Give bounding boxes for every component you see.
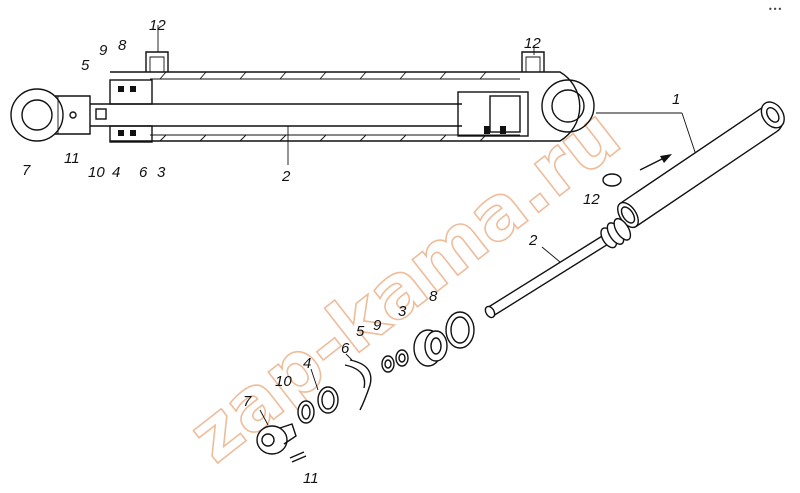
- label-12-port-left: 12: [149, 17, 166, 34]
- corner-mark: •••: [768, 5, 782, 14]
- label-7-assembled: 7: [22, 162, 31, 179]
- label-5-assembled: 5: [81, 57, 90, 74]
- label-9-assembled: 9: [99, 42, 108, 59]
- label-9-exploded: 9: [373, 317, 382, 334]
- label-11-assembled: 11: [64, 150, 80, 167]
- label-4-assembled: 4: [112, 164, 120, 181]
- assembled-cylinder: [10, 25, 697, 165]
- label-8-assembled: 8: [118, 37, 127, 54]
- exploded-view: [256, 101, 785, 463]
- label-6-assembled: 6: [139, 164, 148, 181]
- label-4-exploded: 4: [303, 355, 311, 372]
- label-12-exploded: 12: [583, 191, 600, 208]
- label-7-exploded: 7: [243, 393, 252, 410]
- label-12-port-right: 12: [524, 35, 541, 52]
- label-6-exploded: 6: [341, 340, 350, 357]
- label-10-exploded: 10: [275, 373, 292, 390]
- label-11-exploded: 11: [303, 470, 319, 487]
- label-2-exploded: 2: [528, 232, 538, 249]
- label-1: 1: [672, 91, 680, 108]
- label-3-assembled: 3: [157, 164, 166, 181]
- label-10-assembled: 10: [88, 164, 105, 181]
- label-3-exploded: 3: [398, 303, 407, 320]
- watermark: zap-kama.ru: [173, 91, 636, 479]
- label-8-exploded: 8: [429, 288, 438, 305]
- label-5-exploded: 5: [356, 323, 365, 340]
- label-2-assembled: 2: [281, 168, 291, 185]
